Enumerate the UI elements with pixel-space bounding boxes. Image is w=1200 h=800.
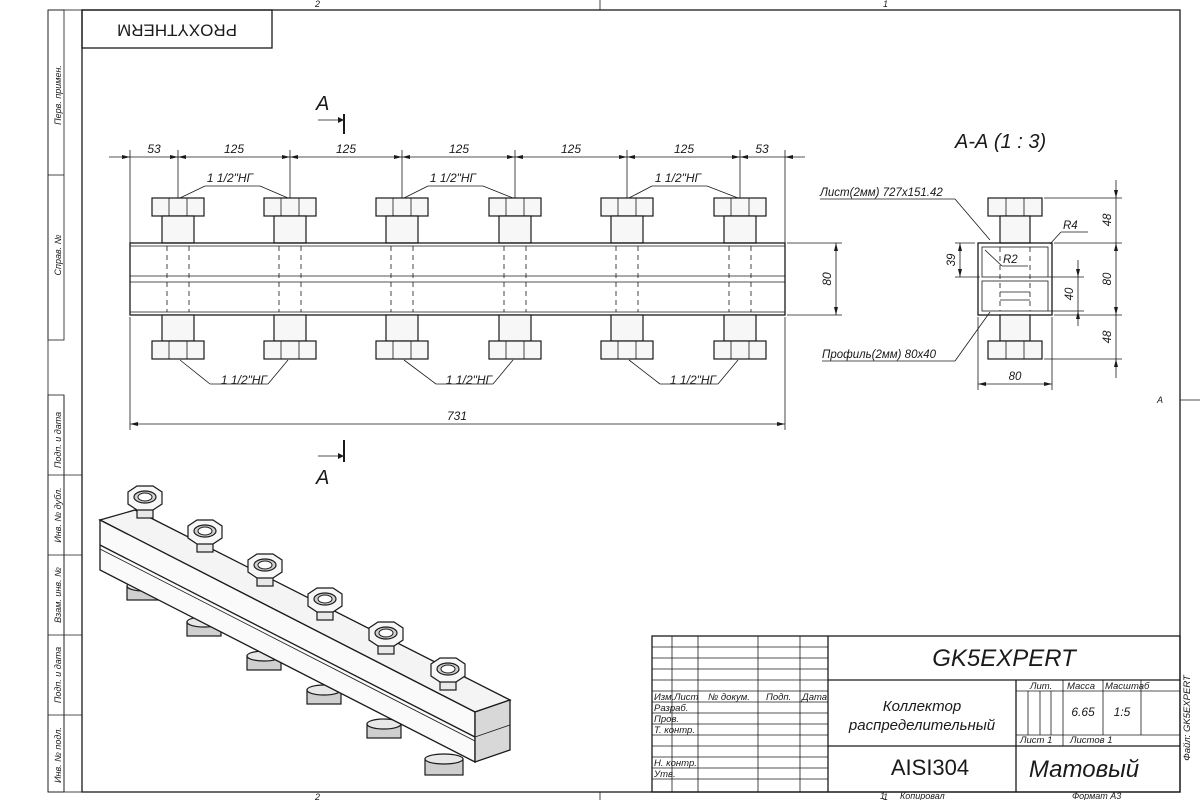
- bottom-number: 1: [880, 791, 885, 800]
- role-norm-control: Н. контр.: [654, 758, 697, 769]
- thread-label-top-3: 1 1/2"НГ: [655, 171, 703, 185]
- thread-leaders-top: 1 1/2"НГ 1 1/2"НГ 1 1/2"НГ: [179, 171, 739, 199]
- isometric-view: [98, 485, 512, 776]
- header-lit: Лит.: [1029, 681, 1052, 692]
- header-list: Лист: [673, 692, 699, 703]
- bottom-outlets: [151, 314, 767, 360]
- header-sign: Подп.: [766, 692, 791, 703]
- brand-stamp-text: PROXYTHERM: [117, 21, 237, 40]
- role-developer: Разраб.: [654, 703, 688, 714]
- top-outlet: [263, 197, 317, 244]
- section-view: А-А (1 : 3) Лист(2мм) 727х151.42 R2 R4 П…: [819, 131, 1122, 390]
- bottom-outlet: [151, 314, 205, 360]
- side-stamp-3: Подп. и дата: [53, 412, 63, 468]
- mass-value: 6.65: [1071, 705, 1095, 719]
- section-marker-top: A: [315, 93, 345, 134]
- inner-radius-label: R2: [1003, 254, 1018, 266]
- format-label: Формат А3: [1072, 791, 1121, 800]
- sheet-count: Листов 1: [1069, 735, 1113, 746]
- side-stamp-7: Инв. № подл.: [53, 727, 63, 783]
- header-scale: Масштаб: [1105, 681, 1150, 692]
- title-block: Изм. Лист № докум. Подп. Дата Разраб. Пр…: [651, 635, 1193, 800]
- dim-spacing-6: 125: [674, 142, 694, 156]
- dim-height-80: 80: [787, 242, 842, 316]
- section-marker-bottom: A: [315, 440, 345, 489]
- iso-top-nuts: [127, 485, 466, 691]
- header-doc: № докум.: [708, 692, 750, 703]
- thread-label-top-2: 1 1/2"НГ: [430, 171, 478, 185]
- role-tech-control: Т. контр.: [654, 725, 695, 736]
- dim-spacing-3: 125: [336, 142, 356, 156]
- top-outlet: [600, 197, 654, 244]
- section-title: А-А (1 : 3): [954, 131, 1046, 153]
- side-stamp-6: Подп. и дата: [53, 647, 63, 703]
- file-label: Файл: GK5EXPERT: [1182, 674, 1193, 761]
- top-outlet: [375, 197, 429, 244]
- outer-radius-label: R4: [1063, 220, 1078, 232]
- top-outlet: [713, 197, 767, 244]
- role-approved: Утв.: [653, 769, 676, 780]
- dim-upper-label: 39: [946, 253, 958, 266]
- dim-overall-length: 731: [129, 317, 786, 430]
- dim-top-label: 48: [1102, 213, 1114, 226]
- copied-label: Копировал: [900, 791, 945, 800]
- dim-inner-label: 40: [1064, 287, 1076, 300]
- dim-height-label: 80: [820, 272, 834, 286]
- top-outlet: [151, 197, 205, 244]
- top-outlets: [151, 197, 767, 244]
- thread-label-bottom-2: 1 1/2"НГ: [446, 373, 494, 387]
- profile-label: Профиль(2мм) 80х40: [822, 349, 937, 361]
- bottom-outlet: [713, 314, 767, 360]
- scale-value: 1:5: [1114, 705, 1131, 719]
- designation: GK5EXPERT: [932, 645, 1078, 672]
- section-marker-top-label: A: [315, 93, 329, 115]
- zone-label-bottom-left: 2: [314, 792, 320, 800]
- zone-label-top-right: 1: [883, 0, 888, 9]
- brand-stamp: PROXYTHERM: [81, 9, 273, 49]
- sheet-label: Лист(2мм) 727х151.42: [819, 187, 943, 199]
- dim-spacing-7: 53: [755, 142, 769, 156]
- thread-label-bottom-1: 1 1/2"НГ: [221, 373, 269, 387]
- zone-label-bottom-right: 1: [883, 792, 888, 800]
- bottom-outlet: [488, 314, 542, 360]
- bottom-outlet: [375, 314, 429, 360]
- dim-overall-label: 731: [447, 409, 467, 423]
- header-izm: Изм.: [654, 692, 674, 703]
- zone-label-side: A: [1156, 395, 1163, 405]
- collector-body: [129, 242, 786, 316]
- top-outlet: [488, 197, 542, 244]
- role-checked: Пров.: [654, 714, 679, 725]
- dim-spacing-4: 125: [449, 142, 469, 156]
- dim-bottom-label: 48: [1102, 330, 1114, 343]
- dim-spacing-1: 53: [147, 142, 161, 156]
- material: AISI304: [891, 755, 969, 780]
- part-name-line2: распределительный: [848, 717, 996, 734]
- side-stamp-4: Инв. № дубл.: [53, 487, 63, 542]
- thread-leaders-bottom: 1 1/2"НГ 1 1/2"НГ 1 1/2"НГ: [179, 359, 739, 387]
- dim-spacing-5: 125: [561, 142, 581, 156]
- front-view: 53 125 125 125 125 125 53 1 1/2"НГ 1 1/2…: [109, 142, 842, 430]
- bottom-outlet: [263, 314, 317, 360]
- dim-height-section-label: 80: [1102, 272, 1114, 285]
- header-date: Дата: [801, 692, 827, 703]
- side-stamp-column: Перв. примен. Справ. № Подп. и дата Инв.…: [47, 9, 82, 793]
- zone-label-top-left: 2: [314, 0, 320, 9]
- dim-spacing-2: 125: [224, 142, 244, 156]
- part-name-line1: Коллектор: [883, 698, 961, 715]
- side-stamp-5: Взам. инв. №: [53, 567, 63, 623]
- thread-label-top-1: 1 1/2"НГ: [207, 171, 255, 185]
- header-mass: Масса: [1067, 681, 1095, 692]
- bottom-outlet: [600, 314, 654, 360]
- thread-label-bottom-3: 1 1/2"НГ: [670, 373, 718, 387]
- section-marker-bottom-label: A: [315, 467, 329, 489]
- dim-width-label: 80: [1009, 371, 1022, 383]
- side-stamp-2: Справ. №: [53, 234, 63, 275]
- sheet-number: Лист 1: [1019, 735, 1052, 746]
- iso-bottom-nuts: [126, 580, 464, 776]
- side-stamp-1: Перв. примен.: [53, 65, 63, 125]
- finish: Матовый: [1029, 756, 1139, 783]
